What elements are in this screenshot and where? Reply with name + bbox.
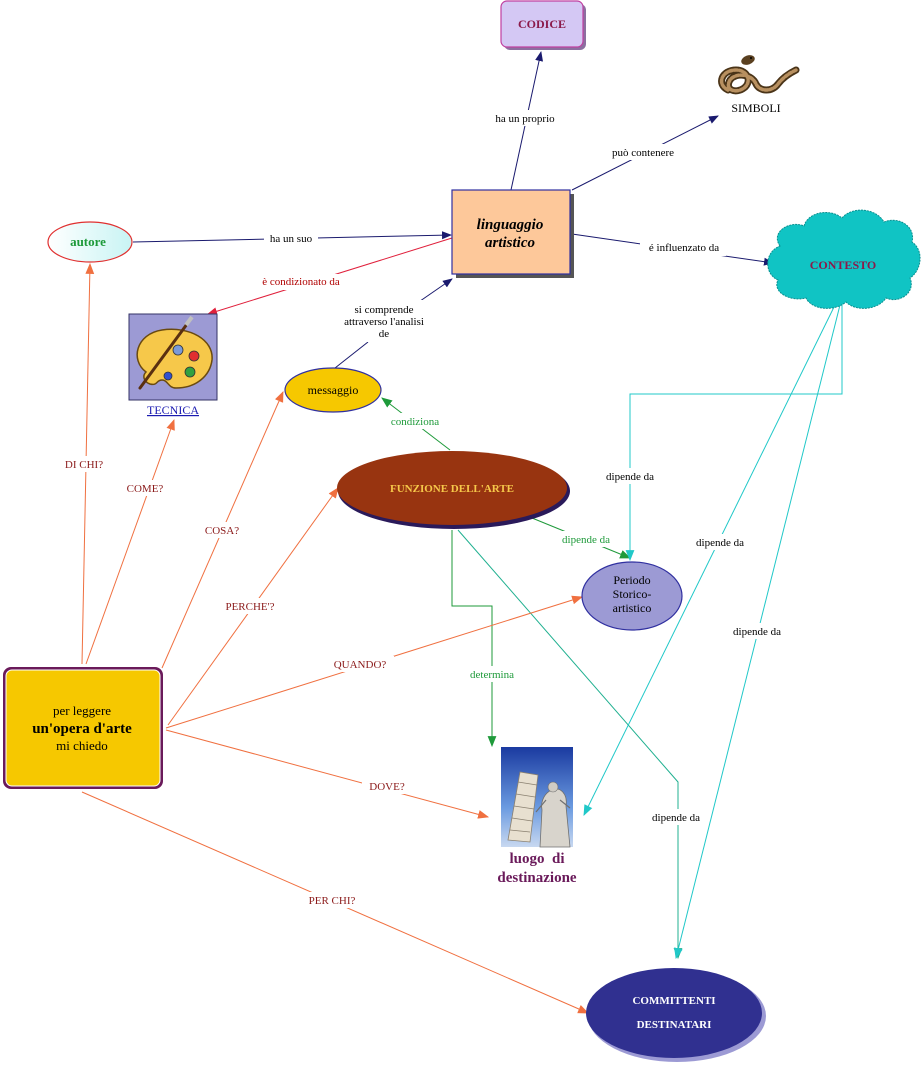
- main-line1: per leggere: [53, 703, 111, 718]
- label-dipende-contesto-comm: dipende da: [733, 626, 781, 638]
- link-dove: [165, 729, 490, 819]
- label-di-chi: DI CHI?: [65, 459, 103, 471]
- luogo-line2: destinazione: [497, 870, 577, 886]
- label-dipende-funz-periodo: dipende da: [562, 534, 610, 546]
- main-line3: mi chiedo: [56, 738, 108, 753]
- node-messaggio[interactable]: messaggio: [284, 367, 382, 413]
- link-labels: ha un proprio può contenere ha un suo è …: [58, 110, 787, 908]
- node-contesto[interactable]: CONTESTO: [767, 209, 921, 309]
- linguaggio-line1: linguaggio: [477, 217, 544, 233]
- palette-icon: [136, 315, 213, 390]
- node-periodo-storico[interactable]: Periodo Storico- artistico: [581, 561, 683, 631]
- node-autore[interactable]: autore: [47, 221, 133, 263]
- tecnica-label[interactable]: TECNICA: [147, 403, 199, 417]
- label-perche: PERCHE'?: [225, 601, 274, 613]
- label-condizionato: è condizionato da: [262, 276, 340, 288]
- label-ha-un-proprio: ha un proprio: [495, 113, 555, 125]
- simboli-label: SIMBOLI: [731, 101, 780, 115]
- label-cosa: COSA?: [205, 525, 239, 537]
- codice-label: CODICE: [518, 17, 566, 31]
- label-dipende-funz-comm: dipende da: [652, 812, 700, 824]
- label-ha-un-suo: ha un suo: [270, 233, 313, 245]
- label-per-chi: PER CHI?: [309, 895, 356, 907]
- node-codice[interactable]: CODICE: [500, 0, 586, 50]
- periodo-line2: Storico-: [613, 587, 652, 601]
- link-dipende-funz-comm: [457, 529, 683, 960]
- label-comprende-2: attraverso l'analisi: [344, 316, 424, 328]
- committenti-line1: COMMITTENTI: [632, 995, 715, 1007]
- label-puo-contenere: può contenere: [612, 147, 674, 159]
- periodo-line3: artistico: [613, 601, 652, 615]
- label-come: COME?: [127, 483, 164, 495]
- luogo-line1: luogo di: [509, 851, 564, 867]
- funzione-label: FUNZIONE DELL'ARTE: [390, 483, 514, 495]
- label-dipende-contesto-periodo: dipende da: [606, 471, 654, 483]
- link-dipende-contesto-periodo: [625, 300, 843, 562]
- snake-icon: [718, 55, 800, 95]
- node-tecnica[interactable]: TECNICA: [128, 313, 218, 417]
- label-comprende-1: si comprende: [355, 304, 414, 316]
- label-influenzato: é influenzato da: [649, 242, 719, 254]
- link-come: [85, 418, 175, 665]
- label-comprende-3: de: [379, 328, 390, 340]
- node-linguaggio-artistico[interactable]: linguaggio artistico: [451, 189, 574, 278]
- leaning-tower-icon: [501, 747, 573, 848]
- node-per-leggere[interactable]: per leggere un'opera d'arte mi chiedo: [3, 667, 163, 789]
- messaggio-label: messaggio: [308, 383, 359, 397]
- contesto-label: CONTESTO: [810, 258, 876, 272]
- periodo-line1: Periodo: [613, 573, 650, 587]
- linguaggio-line2: artistico: [485, 235, 535, 251]
- node-luogo-destinazione[interactable]: luogo di destinazione: [497, 747, 577, 886]
- link-dipende-contesto-luogo: [583, 304, 836, 816]
- link-si-comprende: [334, 341, 369, 369]
- label-determina: determina: [470, 669, 514, 681]
- committenti-line2: DESTINATARI: [637, 1019, 712, 1031]
- autore-label: autore: [70, 234, 106, 249]
- node-committenti-destinatari[interactable]: COMMITTENTI DESTINATARI: [586, 968, 766, 1062]
- label-dove: DOVE?: [369, 781, 405, 793]
- label-quando: QUANDO?: [334, 659, 387, 671]
- label-condiziona: condiziona: [391, 416, 439, 428]
- label-dipende-contesto-luogo: dipende da: [696, 537, 744, 549]
- node-simboli[interactable]: SIMBOLI: [718, 53, 800, 115]
- main-line2: un'opera d'arte: [32, 721, 132, 737]
- node-funzione-arte[interactable]: FUNZIONE DELL'ARTE: [337, 451, 570, 529]
